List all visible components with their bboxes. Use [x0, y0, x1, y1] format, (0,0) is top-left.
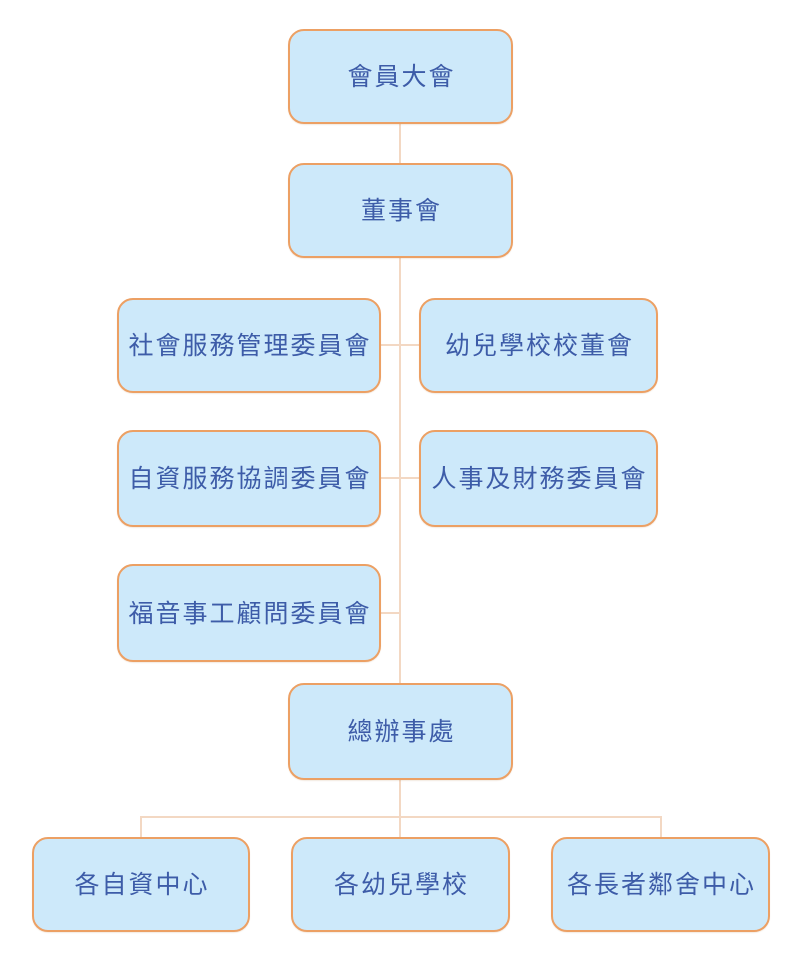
node-self-financed-centres-label: 各自資中心 — [74, 870, 210, 899]
node-personnel-finance-committee: 人事及財務委員會 — [419, 430, 658, 527]
node-gospel-ministry-advisory-committee: 福音事工顧問委員會 — [117, 564, 381, 662]
node-self-financed-coordination-committee-label: 自資服務協調委員會 — [128, 464, 372, 493]
node-social-service-committee-label: 社會服務管理委員會 — [128, 331, 372, 360]
connector-board-spine — [399, 257, 401, 684]
node-elderly-neighbourhood-centres-label: 各長者鄰舍中心 — [566, 870, 756, 899]
node-board-label: 董事會 — [360, 196, 442, 225]
node-elderly-neighbourhood-centres: 各長者鄰舍中心 — [551, 837, 770, 932]
connector-drop-center — [399, 816, 401, 837]
connector-assembly-to-board — [399, 124, 401, 164]
connector-headoffice-down — [399, 779, 401, 817]
node-board: 董事會 — [288, 163, 513, 258]
connector-drop-right — [660, 816, 662, 837]
node-nursery-schools: 各幼兒學校 — [291, 837, 510, 932]
node-nursery-schools-label: 各幼兒學校 — [333, 870, 469, 899]
node-members-assembly-label: 會員大會 — [347, 62, 456, 91]
connector-row3-stub — [381, 612, 400, 614]
node-nursery-school-board: 幼兒學校校董會 — [419, 298, 658, 393]
connector-bottom-rail — [140, 816, 662, 818]
node-members-assembly: 會員大會 — [288, 29, 513, 124]
node-self-financed-centres: 各自資中心 — [32, 837, 250, 932]
node-self-financed-coordination-committee: 自資服務協調委員會 — [117, 430, 381, 527]
connector-row2-stub — [381, 477, 419, 479]
node-social-service-committee: 社會服務管理委員會 — [117, 298, 381, 393]
connector-drop-left — [140, 816, 142, 837]
node-gospel-ministry-advisory-committee-label: 福音事工顧問委員會 — [128, 598, 372, 628]
node-nursery-school-board-label: 幼兒學校校董會 — [444, 331, 634, 360]
node-personnel-finance-committee-label: 人事及財務委員會 — [431, 464, 648, 493]
connector-row1-stub — [381, 344, 419, 346]
node-head-office: 總辦事處 — [288, 683, 513, 780]
node-head-office-label: 總辦事處 — [347, 717, 456, 746]
